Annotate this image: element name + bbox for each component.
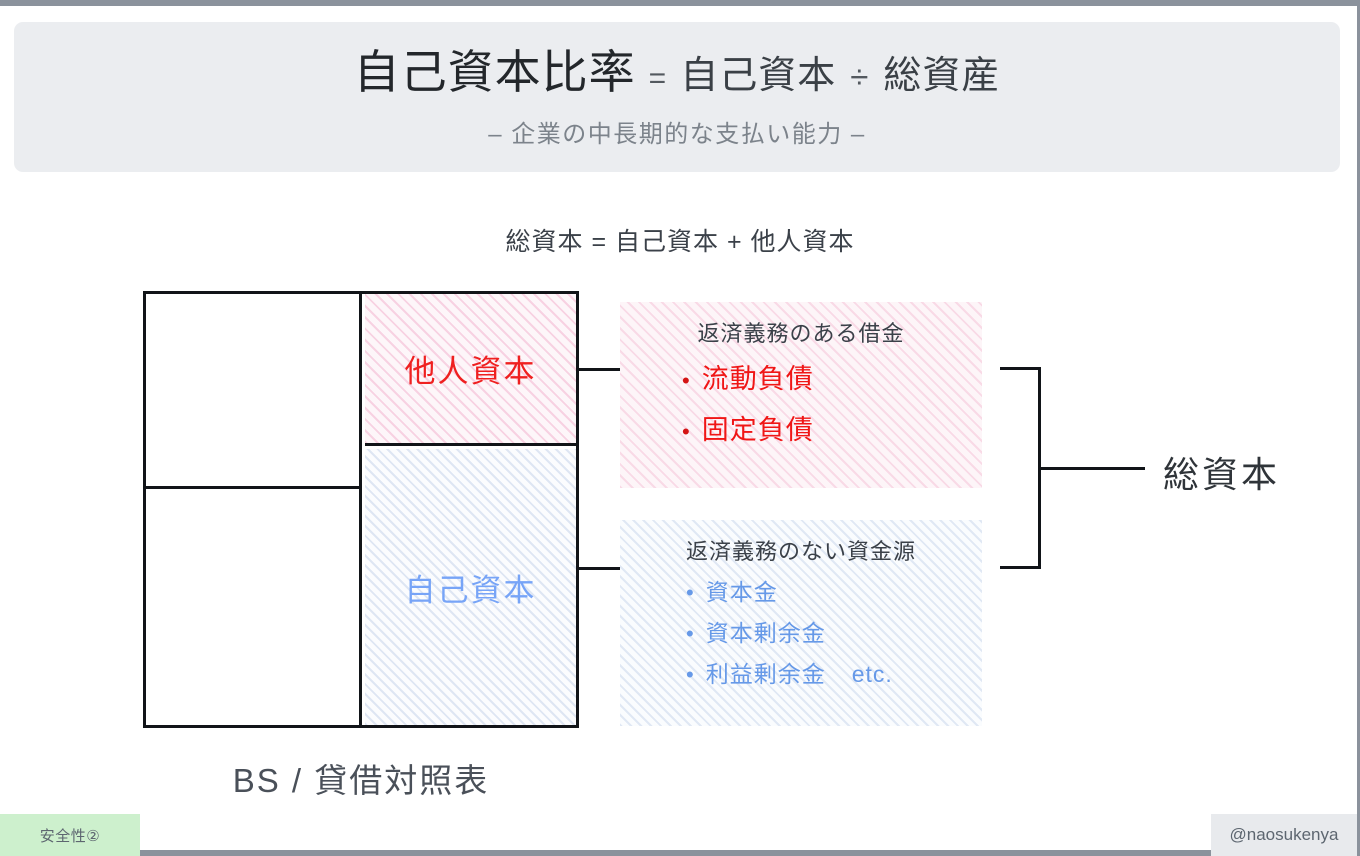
list-item: • 資本剰余金 — [686, 613, 982, 654]
connector-line-equity — [579, 567, 623, 570]
equity-detail-list: • 資本金 • 資本剰余金 • 利益剰余金 etc. — [620, 572, 982, 695]
total-capital-leader-line — [1041, 467, 1145, 470]
list-item: • 資本金 — [686, 572, 982, 613]
bs-equity-cell: 自己資本 — [365, 449, 576, 725]
page-subtitle: – 企業の中長期的な支払い能力 – — [488, 121, 866, 149]
total-capital-label: 総資本 — [1163, 454, 1281, 495]
title-denominator: 総資産 — [883, 54, 1001, 97]
list-item-suffix: etc. — [851, 660, 893, 687]
bs-assets-cell-lower — [146, 489, 359, 725]
page-title: 自己資本比率 = 自己資本 ÷ 総資産 — [354, 45, 1001, 100]
bs-assets-column — [146, 294, 362, 725]
footer-author-handle: @naosukenya — [1211, 814, 1357, 856]
title-equals-sign: = — [648, 61, 668, 95]
equity-detail-card: 返済義務のない資金源 • 資本金 • 資本剰余金 • 利益剰余金 etc. — [620, 520, 982, 726]
liabilities-detail-list: • 流動負債 • 固定負債 — [620, 354, 982, 457]
bs-assets-cell-upper — [146, 294, 359, 489]
liabilities-detail-card: 返済義務のある借金 • 流動負債 • 固定負債 — [620, 302, 982, 488]
liabilities-detail-heading: 返済義務のある借金 — [697, 321, 905, 346]
balance-sheet-box: 他人資本 自己資本 — [143, 291, 579, 728]
bullet-icon: • — [686, 580, 695, 605]
bullet-icon: • — [682, 419, 691, 445]
list-item-label: 流動負債 — [701, 364, 814, 394]
list-item-label: 利益剰余金 — [705, 660, 826, 687]
bullet-icon: • — [682, 368, 691, 393]
title-main-metric: 自己資本比率 — [353, 45, 636, 98]
bs-equity-label: 自己資本 — [404, 572, 537, 608]
total-capital-bracket — [1000, 367, 1041, 569]
title-divide-sign: ÷ — [850, 57, 870, 95]
bullet-icon: • — [686, 661, 695, 687]
bullet-icon: • — [686, 620, 695, 646]
list-item: • 利益剰余金 etc. — [686, 654, 982, 695]
capital-equation-text: 総資本 = 自己資本 + 他人資本 — [505, 228, 855, 256]
header-banner: 自己資本比率 = 自己資本 ÷ 総資産 – 企業の中長期的な支払い能力 – — [14, 22, 1340, 172]
list-item: • 固定負債 — [682, 405, 982, 456]
list-item-label: 資本剰余金 — [705, 619, 826, 646]
bs-liabilities-label: 他人資本 — [404, 354, 537, 389]
list-item-label: 固定負債 — [701, 415, 814, 446]
list-item-label: 資本金 — [705, 579, 778, 605]
equity-detail-heading: 返済義務のない資金源 — [685, 539, 916, 564]
connector-line-liabilities — [579, 368, 623, 371]
balance-sheet-caption: BS / 貸借対照表 — [232, 762, 490, 799]
title-numerator: 自己資本 — [680, 54, 837, 97]
list-item: • 流動負債 — [682, 354, 982, 405]
footer-category-tag: 安全性② — [0, 814, 140, 856]
bs-liabilities-cell: 他人資本 — [365, 294, 576, 446]
bs-capital-column: 他人資本 自己資本 — [365, 294, 576, 725]
